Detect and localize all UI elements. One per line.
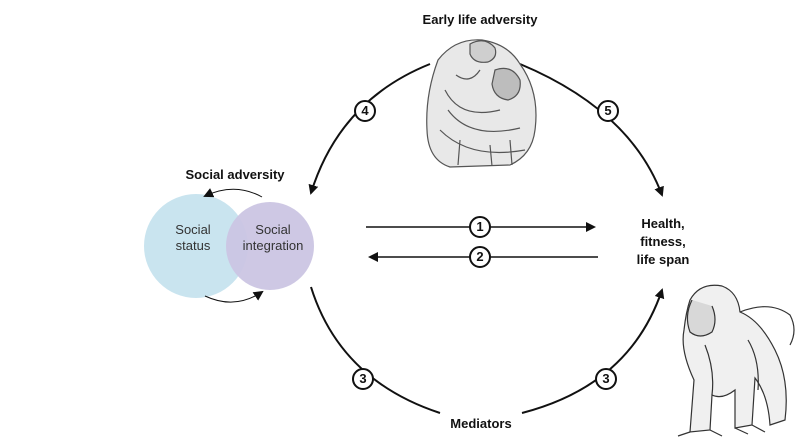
badge-2: 2	[469, 246, 491, 268]
social-adversity-label: Social adversity	[185, 167, 285, 182]
social-status-circle	[144, 194, 248, 298]
social-integration-line-1: Social	[255, 222, 291, 237]
health-label: Health, fitness, life span	[618, 215, 708, 269]
early-life-adversity-label: Early life adversity	[422, 12, 538, 27]
social-status-label: Social status	[158, 222, 228, 254]
health-line-2: fitness,	[640, 234, 686, 249]
arc-3-right	[521, 288, 665, 414]
social-integration-circle	[226, 202, 314, 290]
health-line-1: Health,	[641, 216, 685, 231]
baboon-illustration	[677, 284, 795, 437]
badge-4: 4	[354, 100, 376, 122]
social-loop-top-arrow	[203, 188, 263, 198]
social-status-line-2: status	[175, 238, 211, 253]
mother-infant-primate-illustration	[426, 39, 537, 168]
badge-3-left: 3	[352, 368, 374, 390]
badge-5: 5	[597, 100, 619, 122]
social-integration-label: Social integration	[232, 222, 314, 254]
social-integration-line-2: integration	[242, 238, 304, 253]
arc-4	[308, 63, 431, 195]
badge-3-right: 3	[595, 368, 617, 390]
mediators-label: Mediators	[450, 416, 512, 431]
social-loop-bottom-arrow	[204, 290, 264, 303]
arc-3-left	[310, 286, 441, 414]
arc-5	[519, 63, 664, 197]
social-status-line-1: Social	[175, 222, 211, 237]
badge-1: 1	[469, 216, 491, 238]
health-line-3: life span	[636, 252, 690, 267]
